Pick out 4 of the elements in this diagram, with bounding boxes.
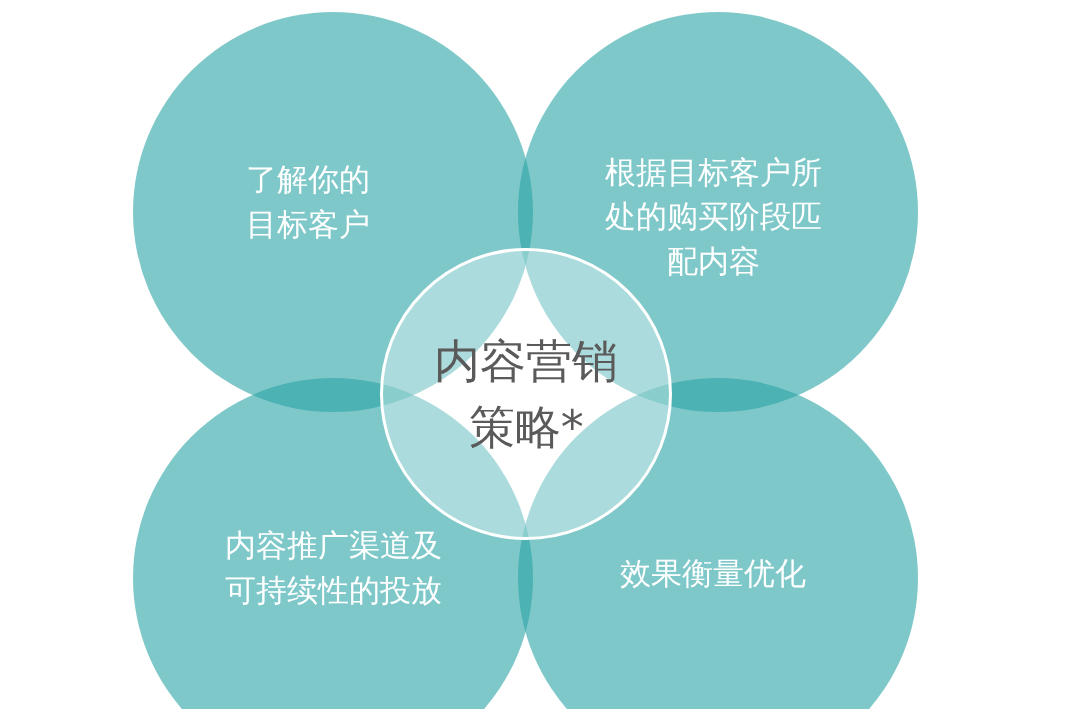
circle-label: 了解你的目标客户 [245,160,372,244]
circle-label: 内容推广渠道及可持续性的投放 [223,526,443,610]
circle-label: 效果衡量优化 [619,553,808,593]
circle-label: 根据目标客户所处的购买阶段匹配内容 [603,152,823,282]
